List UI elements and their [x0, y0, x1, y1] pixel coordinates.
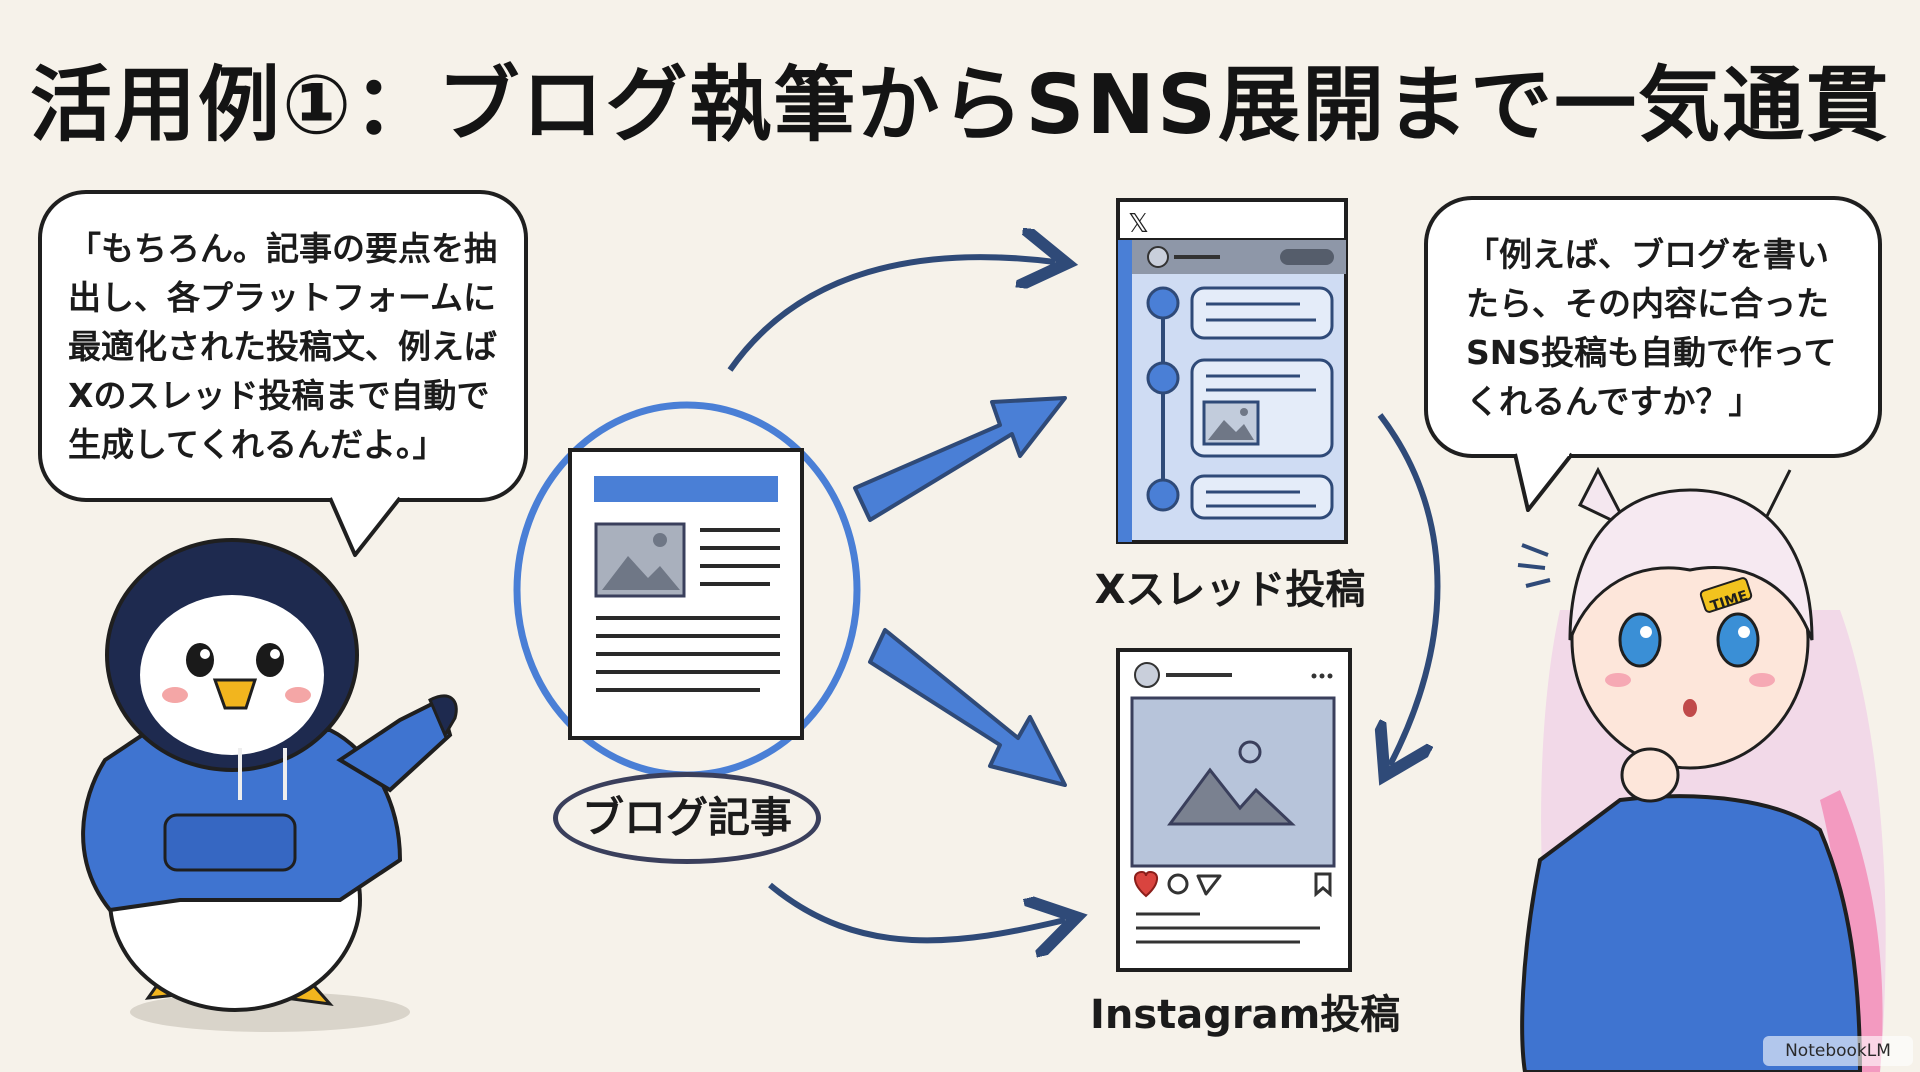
block-arrow-to-instagram: [870, 630, 1065, 785]
x-thread-card: [1118, 200, 1346, 542]
instagram-card: [1118, 650, 1350, 970]
penguin-mascot: [83, 540, 456, 1032]
more-icon: [1312, 674, 1333, 679]
block-arrow-to-x: [855, 398, 1065, 520]
thread-avatar: [1148, 363, 1178, 393]
curved-arrow-down: [1380, 415, 1438, 765]
thread-avatar: [1148, 480, 1178, 510]
curved-arrow-to-x: [730, 257, 1055, 370]
curved-arrow-to-instagram: [770, 885, 1065, 940]
image-placeholder-icon: [1204, 402, 1258, 444]
x-thread-label: Xスレッド投稿: [1080, 557, 1380, 615]
anime-girl-character: [1518, 470, 1886, 1072]
bubble-tail-right: [1515, 454, 1572, 510]
blog-document-icon: [570, 450, 802, 738]
bubble-tail-left: [330, 498, 400, 555]
notebooklm-watermark: NotebookLM: [1763, 1036, 1913, 1066]
thread-avatar: [1148, 288, 1178, 318]
instagram-post-label: Instagram投稿: [1090, 982, 1390, 1040]
x-logo-icon: 𝕏: [1128, 209, 1149, 239]
blog-article-label: ブログ記事: [553, 772, 821, 864]
